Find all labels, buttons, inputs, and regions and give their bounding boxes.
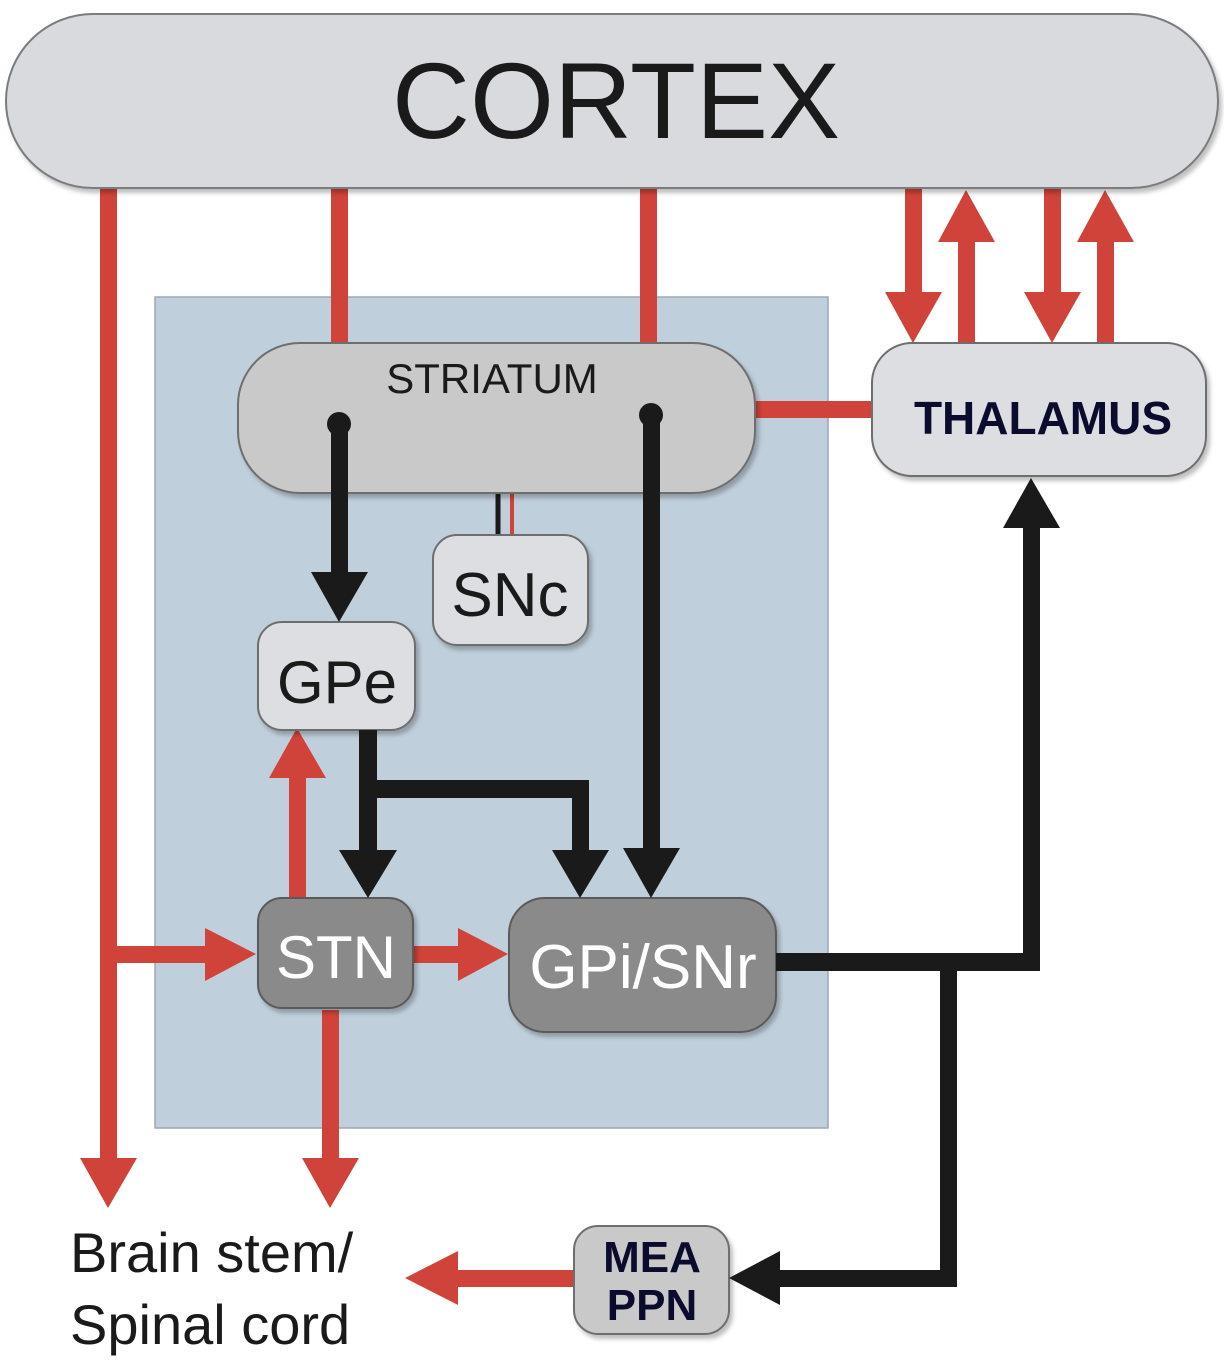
cortex-node bbox=[5, 13, 1219, 189]
snc-node bbox=[432, 534, 589, 646]
stn-to-gpi-arrowhead bbox=[458, 928, 508, 981]
stn-to-gpi-line bbox=[412, 946, 460, 963]
striatum-to-gpi-line bbox=[643, 415, 660, 850]
gpi-to-thalamus-horizontal-line bbox=[776, 953, 1040, 971]
gpi-to-thalamus-arrowhead bbox=[1003, 478, 1060, 528]
snc-label: SNc bbox=[451, 561, 568, 630]
gpe-node bbox=[257, 621, 416, 731]
mea-label: MEA bbox=[603, 1233, 701, 1282]
gpi-snr-label: GPi/SNr bbox=[529, 933, 756, 1002]
spinal-cord-label: Spinal cord bbox=[70, 1293, 350, 1356]
mea-to-brainstem-line bbox=[455, 1270, 575, 1287]
cortex-to-striatum-right-line bbox=[640, 185, 657, 345]
gpi-to-thalamus-vertical-line bbox=[1023, 525, 1040, 971]
mea-to-brainstem-arrowhead bbox=[405, 1251, 458, 1305]
gpi-to-mea-arrowhead bbox=[729, 1251, 780, 1305]
stn-to-gpe-arrowhead bbox=[269, 728, 326, 778]
thalamus-node bbox=[871, 342, 1207, 477]
striatum-to-gpi-arrowhead bbox=[623, 848, 680, 898]
cortex-to-thalamus-1-arrowhead bbox=[885, 292, 942, 343]
stn-to-brainstem-arrowhead bbox=[302, 1158, 359, 1208]
gpe-to-gpi-vertical-line bbox=[572, 780, 589, 852]
thalamus-to-cortex-2-arrowhead bbox=[1077, 190, 1134, 242]
excitatory-pathways bbox=[80, 185, 1134, 1305]
gpe-to-stn-arrowhead bbox=[339, 850, 397, 898]
inhibitory-pathways bbox=[311, 403, 1060, 1305]
striatum-label: STRIATUM bbox=[386, 355, 598, 402]
thalamus-to-cortex-2-line bbox=[1097, 240, 1114, 345]
striatum-node bbox=[237, 342, 756, 494]
thalamus-to-cortex-1-line bbox=[958, 240, 975, 345]
gpe-to-gpi-horizontal-line bbox=[359, 780, 589, 798]
striatum-to-gpe-line bbox=[331, 424, 348, 574]
gpi-to-mea-horizontal-line bbox=[775, 1270, 957, 1287]
mea-ppn-node bbox=[573, 1225, 730, 1335]
striatum-to-gpe-arrowhead bbox=[311, 572, 368, 622]
thalamus-label: THALAMUS bbox=[914, 392, 1172, 444]
cortex-label: CORTEX bbox=[392, 40, 840, 161]
cortex-to-stn-arrowhead bbox=[205, 928, 256, 981]
stn-to-gpe-line bbox=[289, 775, 306, 900]
stn-label: STN bbox=[276, 924, 396, 991]
gpe-to-gpi-arrowhead bbox=[552, 850, 609, 898]
cortex-to-brainstem-line bbox=[100, 185, 117, 1160]
thalamus-to-cortex-1-arrowhead bbox=[938, 190, 995, 242]
cortex-to-stn-line bbox=[108, 946, 208, 963]
thalamus-to-striatum-line bbox=[735, 401, 875, 418]
cortex-to-thalamus-2-line bbox=[1044, 185, 1061, 295]
cortex-to-thalamus-1-line bbox=[905, 185, 922, 295]
ppn-label: PPN bbox=[607, 1281, 697, 1330]
stn-to-brainstem-line bbox=[322, 1010, 339, 1160]
brainstem-label: Brain stem/ bbox=[70, 1221, 354, 1284]
cortex-to-thalamus-2-arrowhead bbox=[1024, 292, 1081, 343]
gpi-to-mea-vertical-line bbox=[940, 962, 957, 1286]
gpe-label: GPe bbox=[277, 649, 397, 716]
cortex-to-striatum-left-line bbox=[331, 185, 348, 345]
stn-node bbox=[257, 897, 414, 1009]
cortex-to-brainstem-arrowhead bbox=[80, 1158, 137, 1208]
